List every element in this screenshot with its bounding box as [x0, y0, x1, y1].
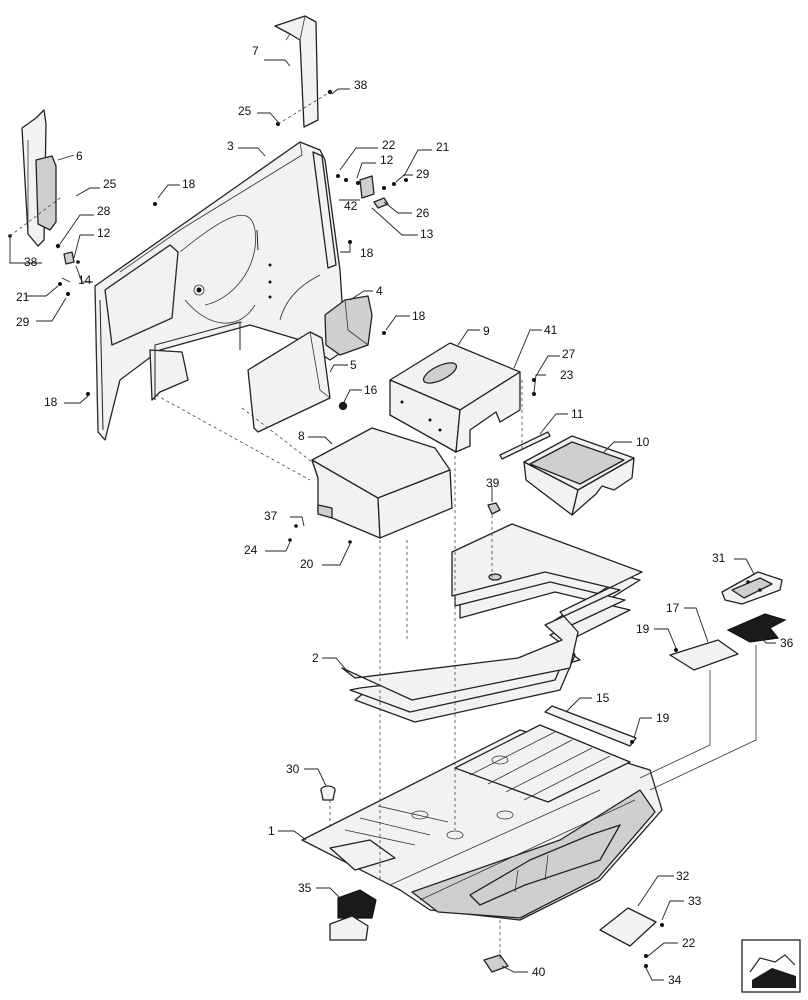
callout-18: 18 [44, 395, 58, 409]
part-39-grommet [487, 502, 501, 515]
part-30-grommet [320, 785, 336, 801]
callout-38: 38 [24, 255, 38, 269]
part-6-left-trim [21, 109, 57, 247]
callout-5: 5 [350, 358, 357, 372]
callout-17: 17 [666, 601, 680, 615]
callout-29: 29 [16, 315, 30, 329]
callout-29: 29 [416, 167, 430, 181]
callout-7: 7 [252, 44, 259, 58]
callout-9: 9 [483, 324, 490, 338]
part-15-strip [544, 705, 637, 747]
callout-25: 25 [103, 177, 117, 191]
callout-8: 8 [298, 429, 305, 443]
part-7-trim-strip [274, 15, 319, 128]
part-40-pad [483, 954, 509, 973]
leader-lines [9, 59, 776, 981]
callout-4: 4 [376, 284, 383, 298]
callout-22: 22 [682, 936, 696, 950]
callout-38: 38 [354, 78, 368, 92]
callout-6: 6 [76, 149, 83, 163]
callout-37: 37 [264, 509, 278, 523]
part-17-pad [669, 639, 739, 671]
callout-28: 28 [97, 204, 111, 218]
callout-33: 33 [688, 894, 702, 908]
part-36-mat [726, 613, 787, 643]
callout-20: 20 [300, 557, 314, 571]
callout-19: 19 [656, 711, 670, 725]
callout-13: 13 [420, 227, 434, 241]
callout-39: 39 [486, 476, 500, 490]
part-35-blocks [329, 889, 377, 941]
callout-24: 24 [244, 543, 258, 557]
callout-12: 12 [380, 153, 394, 167]
part-2-floor-mats [341, 523, 643, 723]
callout-36: 36 [780, 636, 794, 650]
callout-3: 3 [227, 139, 234, 153]
callout-31: 31 [712, 551, 726, 565]
part-8-cover [311, 427, 453, 539]
callout-42: 42 [344, 199, 358, 213]
part-11-rod [499, 431, 551, 460]
callout-14: 14 [78, 273, 92, 287]
part-31-pedal-plate [721, 571, 783, 605]
part-32-plate [599, 907, 657, 947]
part-9-seat-bracket [389, 342, 521, 453]
callout-26: 26 [416, 206, 430, 220]
callout-21: 21 [436, 140, 450, 154]
part-1-floor-pan [301, 724, 663, 921]
callout-30: 30 [286, 762, 300, 776]
callout-18: 18 [412, 309, 426, 323]
callout-16: 16 [364, 383, 378, 397]
callout-35: 35 [298, 881, 312, 895]
part-4-corner-bracket [324, 295, 373, 356]
callout-18: 18 [182, 177, 196, 191]
callout-10: 10 [636, 435, 650, 449]
callout-19: 19 [636, 622, 650, 636]
part-10-storage-tray [523, 435, 635, 516]
callout-labels: 7 38 25 3 22 21 12 29 42 26 13 6 25 18 2… [16, 44, 794, 987]
part-5-side-panel [247, 331, 331, 433]
callout-34: 34 [668, 973, 682, 987]
callout-12: 12 [97, 226, 111, 240]
callout-1: 1 [268, 824, 275, 838]
part-3-rear-wall [94, 141, 346, 441]
callout-22: 22 [382, 138, 396, 152]
callout-40: 40 [532, 965, 546, 979]
callout-32: 32 [676, 869, 690, 883]
callout-25: 25 [238, 104, 252, 118]
navigation-icon [741, 939, 801, 993]
callout-18: 18 [360, 246, 374, 260]
callout-27: 27 [562, 347, 576, 361]
callout-15: 15 [596, 691, 610, 705]
callout-2: 2 [312, 651, 319, 665]
fastener-dots [8, 89, 678, 968]
callout-23: 23 [560, 368, 574, 382]
assembly-lines [9, 91, 757, 960]
callout-41: 41 [544, 323, 558, 337]
callout-21: 21 [16, 290, 30, 304]
callout-11: 11 [571, 407, 584, 421]
